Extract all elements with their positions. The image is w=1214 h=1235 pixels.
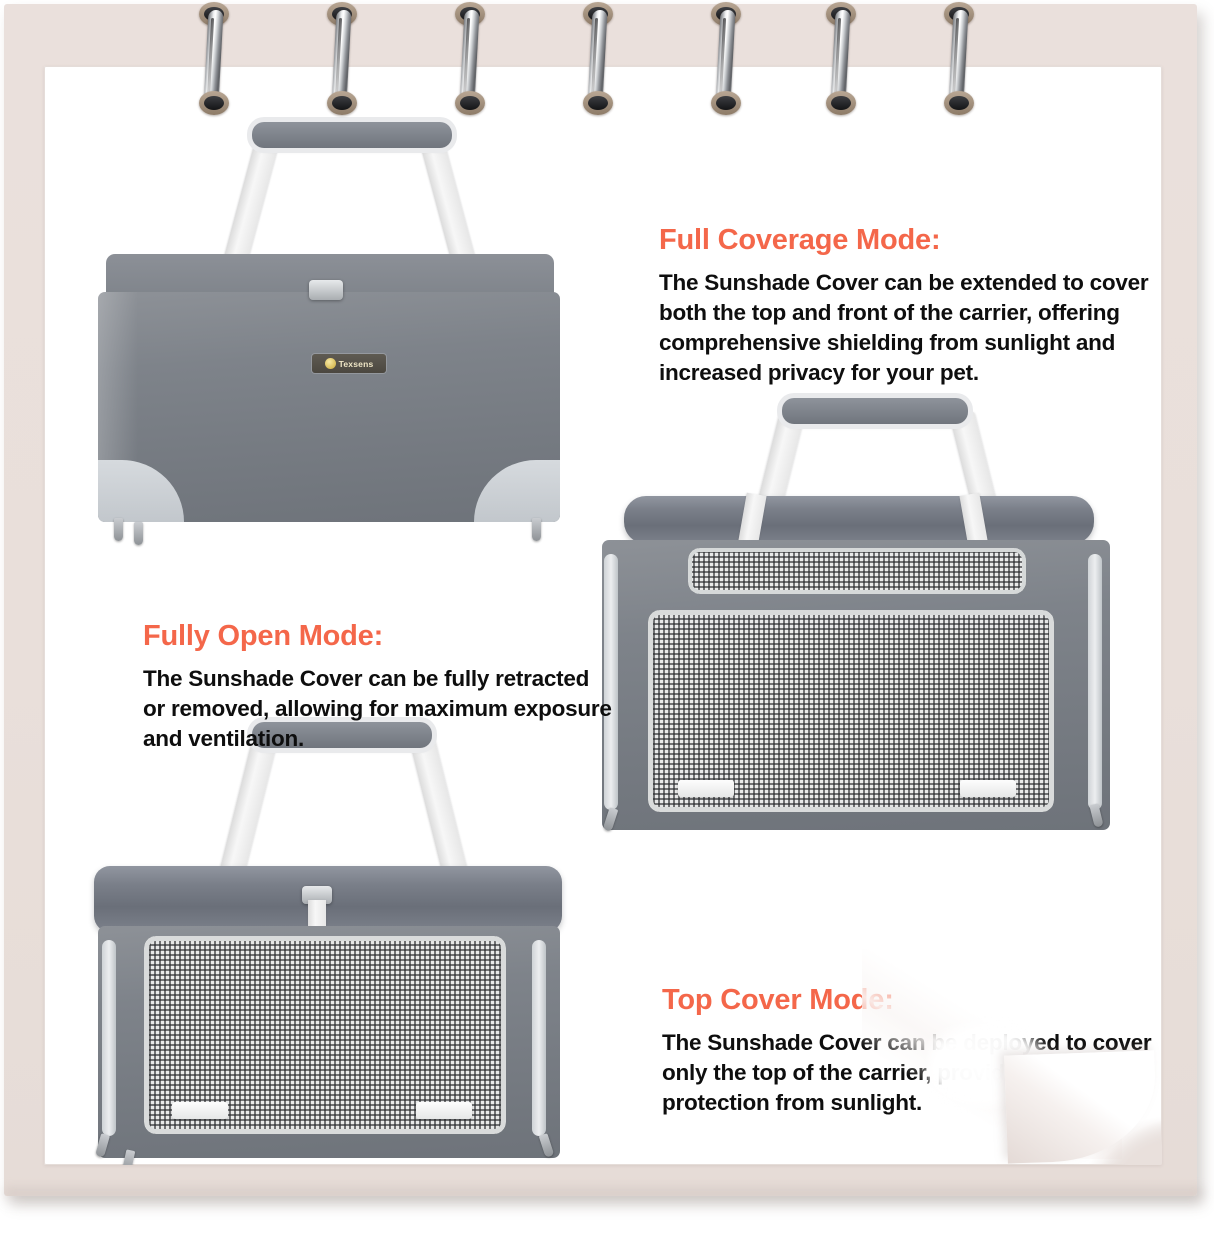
- padded-handle: [252, 722, 432, 748]
- front-mesh-window: [648, 610, 1054, 812]
- binding-hole-bottom: [327, 91, 357, 115]
- binding-hole-bottom: [199, 91, 229, 115]
- zipper-rail-right: [532, 940, 546, 1136]
- velcro-tab-left: [678, 780, 734, 797]
- zipper-rail-left: [604, 554, 618, 810]
- padded-handle: [782, 398, 968, 424]
- page-curl-sheet: [1004, 1050, 1158, 1164]
- photo-full-coverage: Texsens: [86, 114, 586, 564]
- section-body: The Sunshade Cover can be fully retracte…: [143, 666, 612, 752]
- section-body: The Sunshade Cover can be extended to co…: [659, 270, 1149, 386]
- binding-ring: [944, 2, 974, 115]
- velcro-tab-right: [416, 1102, 472, 1119]
- brand-name: Texsens: [338, 358, 374, 369]
- sunshade-front-panel: [98, 292, 560, 522]
- binding-hole-bottom: [826, 91, 856, 115]
- padded-handle: [252, 122, 452, 148]
- binding-hole-bottom: [944, 91, 974, 115]
- top-clasp: [302, 886, 332, 904]
- zipper-pull-right: [532, 518, 541, 541]
- velcro-tab-left: [172, 1102, 228, 1119]
- binding-ring: [327, 2, 357, 115]
- section-title: Full Coverage Mode:: [659, 224, 941, 256]
- notebook-sheet: Texsens: [44, 66, 1162, 1165]
- zipper-rail-right: [1088, 554, 1102, 810]
- binding-ring: [199, 2, 229, 115]
- section-full-coverage: Full Coverage Mode: The Sunshade Cover c…: [659, 226, 1157, 389]
- section-title: Fully Open Mode:: [143, 620, 384, 652]
- top-clasp: [309, 280, 343, 300]
- rolled-sunshade-cover: [624, 496, 1094, 544]
- zipper-pull-left-b: [134, 522, 143, 545]
- spiral-binding: [0, 0, 1214, 120]
- binding-hole-bottom: [583, 91, 613, 115]
- binding-hole-bottom: [455, 91, 485, 115]
- top-mesh-window: [688, 548, 1026, 594]
- photo-top-cover: [80, 714, 580, 1165]
- binding-ring: [455, 2, 485, 115]
- section-fully-open: Fully Open Mode: The Sunshade Cover can …: [143, 622, 613, 754]
- brand-circle-icon: [324, 358, 336, 369]
- binding-ring: [826, 2, 856, 115]
- front-mesh-window: [144, 936, 506, 1134]
- binding-ring: [711, 2, 741, 115]
- notebook-board: Texsens: [4, 4, 1197, 1196]
- zipper-pull-left-a: [114, 518, 123, 541]
- velcro-tab-right: [960, 780, 1016, 797]
- section-title: Top Cover Mode:: [662, 984, 894, 1016]
- brand-label: Texsens: [312, 354, 386, 373]
- binding-ring: [583, 2, 613, 115]
- zipper-rail-left: [102, 940, 116, 1136]
- photo-fully-open: [592, 384, 1132, 854]
- binding-hole-bottom: [711, 91, 741, 115]
